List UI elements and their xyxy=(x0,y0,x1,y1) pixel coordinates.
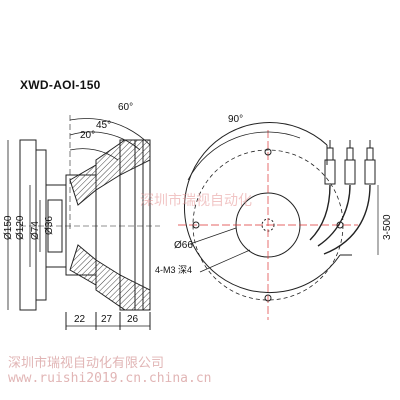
cable xyxy=(323,184,371,255)
angle-label-20: 20° xyxy=(80,130,95,141)
watermark-company: 深圳市瑞视自动化有限公司 xyxy=(8,356,165,371)
mount-hole xyxy=(192,221,200,229)
connector xyxy=(344,140,356,185)
angle-label-45: 45° xyxy=(96,120,111,131)
width-label-26: 26 xyxy=(127,314,139,325)
upper-led-ring xyxy=(95,139,151,191)
connector xyxy=(324,140,336,185)
connector xyxy=(364,140,376,185)
mount-hole xyxy=(264,294,272,302)
mount-hole-label: 4-M3 深4 xyxy=(155,265,192,275)
side-section-view xyxy=(7,115,160,330)
width-label-22: 22 xyxy=(74,314,86,325)
lower-led-ring xyxy=(95,259,151,311)
diameter-label-150: Ø150 xyxy=(3,215,14,240)
angle-label-60: 60° xyxy=(118,102,133,113)
diameter-label-36: Ø36 xyxy=(44,216,55,235)
watermark-url: www.ruishi2019.cn.china.cn xyxy=(8,371,212,386)
inner-diameter-label: Ø66 xyxy=(174,240,193,251)
front-angle-label: 90° xyxy=(228,114,243,125)
front-view xyxy=(178,122,379,320)
outer-housing-arc xyxy=(183,122,341,294)
cable xyxy=(317,184,351,247)
model-title: XWD-AOI-150 xyxy=(20,78,101,92)
mount-hole xyxy=(264,148,272,156)
cable xyxy=(309,184,331,241)
cable-length-label: 3-500 xyxy=(382,214,393,240)
diameter-label-120: Ø120 xyxy=(15,215,26,240)
width-label-27: 27 xyxy=(101,314,113,325)
watermark-center: 深圳市瑞视自动化 xyxy=(140,193,252,209)
diameter-label-74: Ø74 xyxy=(30,221,41,240)
